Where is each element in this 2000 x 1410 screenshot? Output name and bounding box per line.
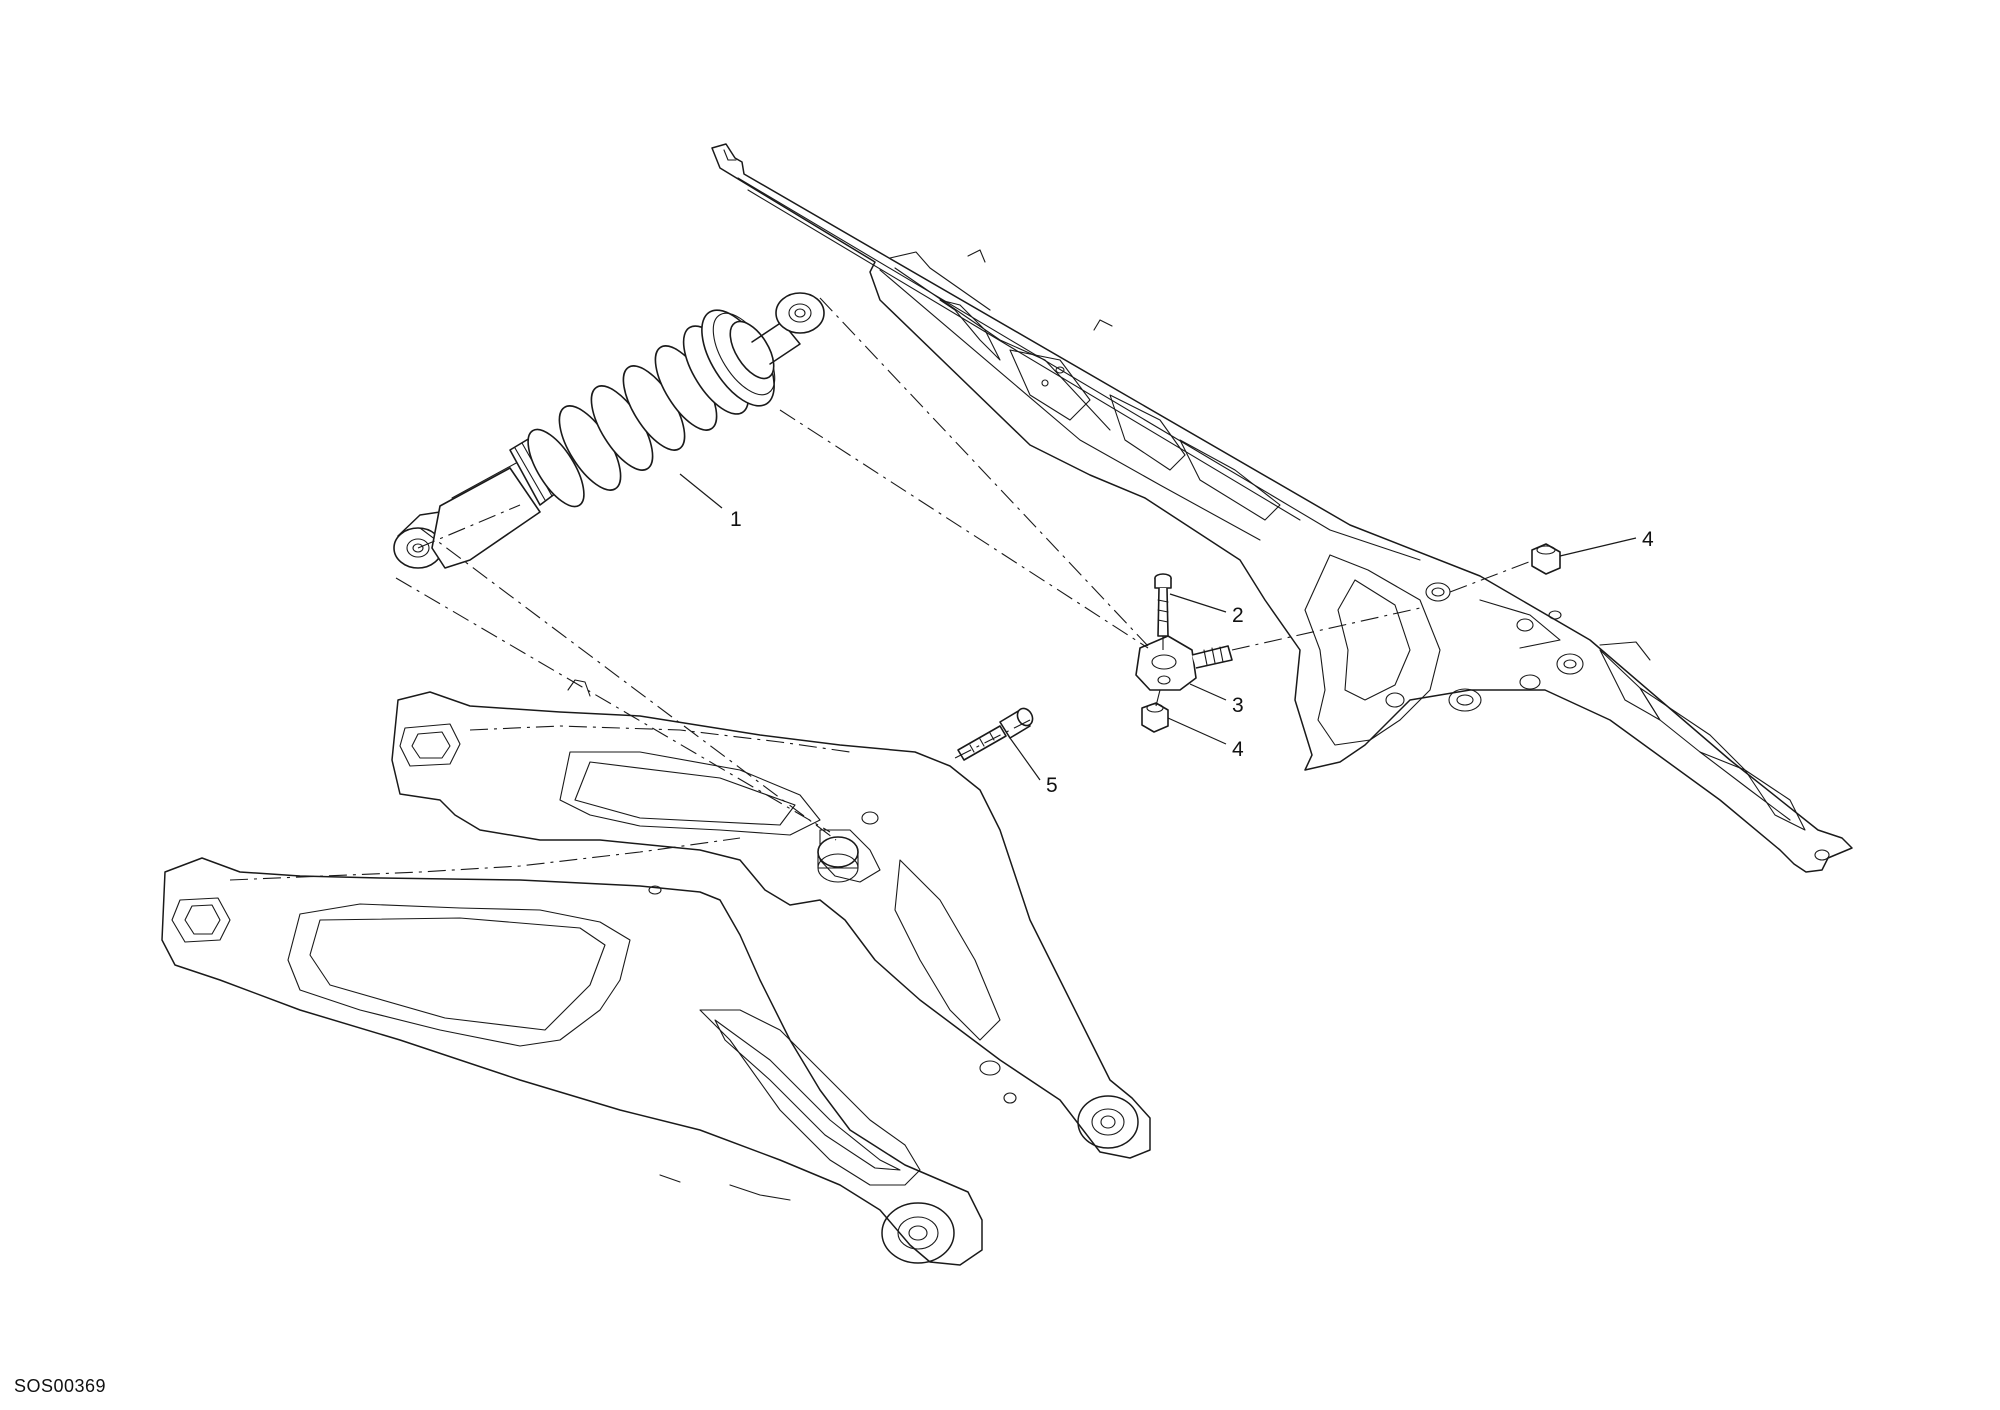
assembly-centerlines (395, 297, 1535, 841)
drawing-code: SOS00369 (14, 1376, 107, 1396)
callout-4-upper: 4 (1642, 528, 1654, 551)
callout-leaders (679, 473, 1637, 781)
bracket-part-3 (1135, 635, 1233, 691)
callout-1: 1 (730, 508, 742, 531)
callout-4-lower: 4 (1232, 738, 1244, 761)
nut-part-4-upper (1531, 543, 1561, 575)
nut-part-4-lower (1141, 702, 1169, 733)
swingarm (161, 679, 1151, 1266)
callout-2: 2 (1232, 604, 1244, 627)
rear-subframe (711, 143, 1853, 873)
callout-labels: 1 2 3 4 4 5 (730, 508, 1654, 797)
bolt-part-2 (1154, 573, 1172, 637)
callout-3: 3 (1232, 694, 1244, 717)
callout-5: 5 (1046, 774, 1058, 797)
bolt-part-5 (957, 707, 1034, 761)
shock-absorber (393, 292, 825, 569)
